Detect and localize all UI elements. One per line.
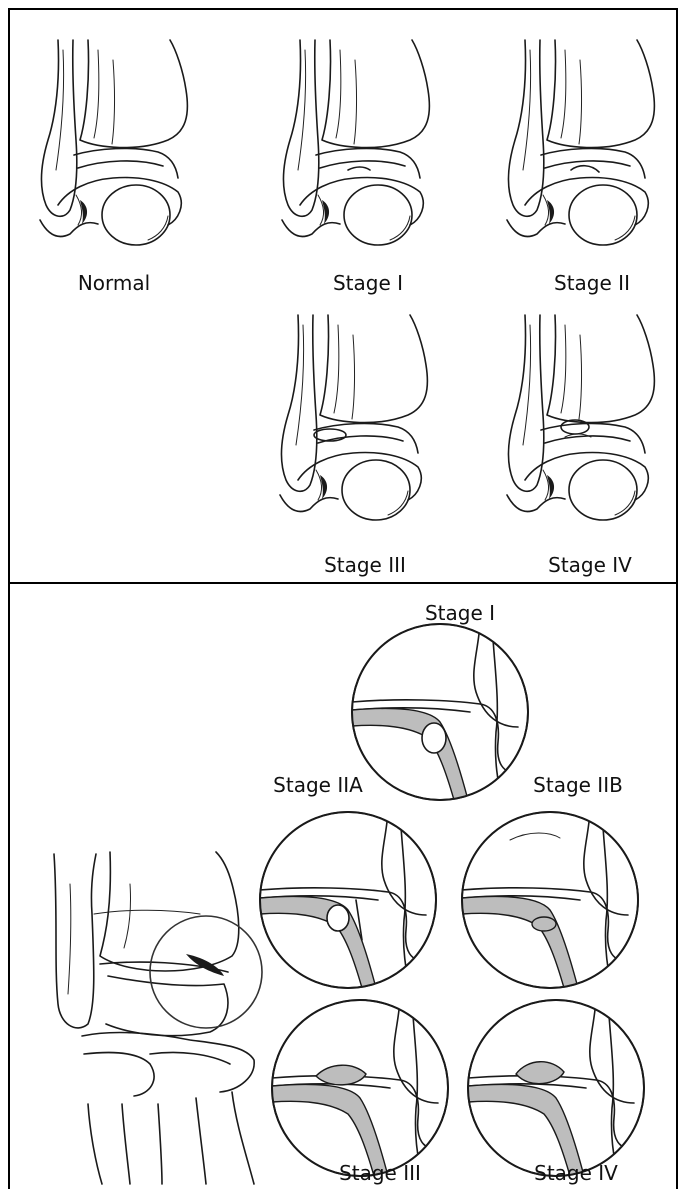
ankle-overview-drawing [54,852,262,1184]
ankle-stage2-drawing [507,40,654,245]
label-stage4-bottom: Stage IV [534,1161,618,1185]
ankle-normal-drawing [40,40,187,245]
label-normal: Normal [78,271,150,295]
label-stage1-top: Stage I [333,271,403,295]
label-stage1-bottom: Stage I [425,601,495,625]
stage1-magnified-circle [352,624,528,800]
stage2b-magnified-circle [462,812,638,988]
stage4-magnified-circle [468,1000,644,1176]
label-stage2b-bottom: Stage IIB [533,773,623,797]
top-panel: Normal Stage I Stage II Stage III Stage … [8,8,678,584]
ankle-stages-illustration: Normal Stage I Stage II Stage III Stage … [10,10,678,586]
bottom-panel: Stage I Stage IIA Stage IIB [8,582,678,1189]
label-stage2a-bottom: Stage IIA [273,773,363,797]
ankle-stage1-drawing [282,40,429,245]
stage3-magnified-circle [272,1000,448,1176]
label-stage3-top: Stage III [324,553,406,577]
label-stage2-top: Stage II [554,271,630,295]
osteochondral-stages-illustration: Stage I Stage IIA Stage IIB [10,584,678,1191]
label-stage3-bottom: Stage III [339,1161,421,1185]
stage2a-magnified-circle [260,812,436,988]
label-stage4-top: Stage IV [548,553,632,577]
ankle-stage3-drawing [280,315,427,520]
ankle-stage4-drawing [507,315,654,520]
